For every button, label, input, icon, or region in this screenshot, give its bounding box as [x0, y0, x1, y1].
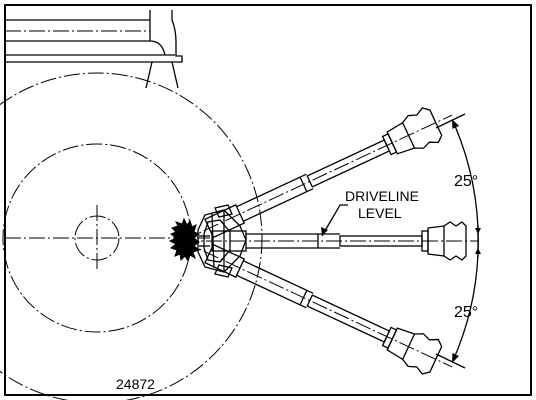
- gear-teeth: [168, 217, 201, 263]
- angle-dimension: [435, 113, 481, 369]
- driveline-level-callout: [321, 204, 348, 237]
- lower-driveline: [181, 240, 453, 375]
- driveline-label-line2: LEVEL: [358, 205, 402, 221]
- diagram-frame: [4, 4, 532, 396]
- driveline-label-line1: DRIVELINE: [345, 188, 419, 204]
- tire-outer-circle: [0, 72, 263, 400]
- figure-number: 24872: [116, 376, 155, 392]
- angle-lower-label: 25°: [454, 304, 478, 321]
- angle-upper-label: 25°: [454, 173, 478, 190]
- pinion-yoke-assembly: [168, 204, 247, 278]
- axle-housing: [5, 10, 183, 89]
